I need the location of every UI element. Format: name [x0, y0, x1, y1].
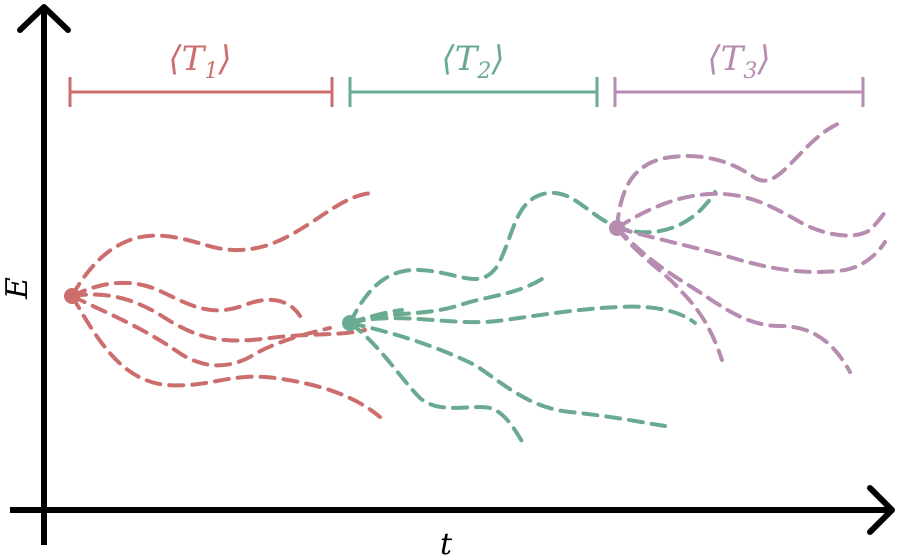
interval-label-t3: ⟨T3⟩ [707, 39, 770, 84]
trajectory-purple-3 [615, 226, 887, 274]
interval-t3 [613, 77, 865, 107]
start-point-red [64, 288, 80, 304]
interval-t2 [348, 77, 599, 107]
trajectories-green [348, 190, 717, 445]
trajectories-purple [615, 121, 890, 374]
trajectory-purple-5 [615, 226, 724, 362]
trajectory-green-5 [348, 321, 525, 445]
trajectory-green-1 [348, 190, 717, 325]
axes: t E [0, 4, 895, 559]
trajectory-red-3 [70, 292, 367, 343]
interval-label-t1: ⟨T1⟩ [168, 39, 231, 84]
x-axis-label: t [440, 527, 453, 559]
trajectory-red-4 [70, 294, 332, 368]
interval-t1 [68, 77, 334, 107]
trajectory-purple-4 [615, 226, 852, 374]
y-axis-arrowhead [17, 4, 71, 33]
start-point-green [342, 315, 358, 331]
interval-label-t2: ⟨T2⟩ [441, 39, 504, 84]
trajectory-red-5 [70, 294, 382, 419]
trajectory-green-4 [348, 321, 667, 428]
start-point-purple [609, 220, 625, 236]
y-axis-label: E [0, 277, 35, 300]
trajectory-red-1 [70, 191, 377, 298]
trajectory-purple-1 [615, 121, 842, 230]
trajectories-red [70, 191, 382, 419]
x-axis-arrowhead [867, 485, 895, 535]
trajectory-purple-2 [615, 191, 890, 238]
trajectory-red-2 [70, 280, 302, 318]
